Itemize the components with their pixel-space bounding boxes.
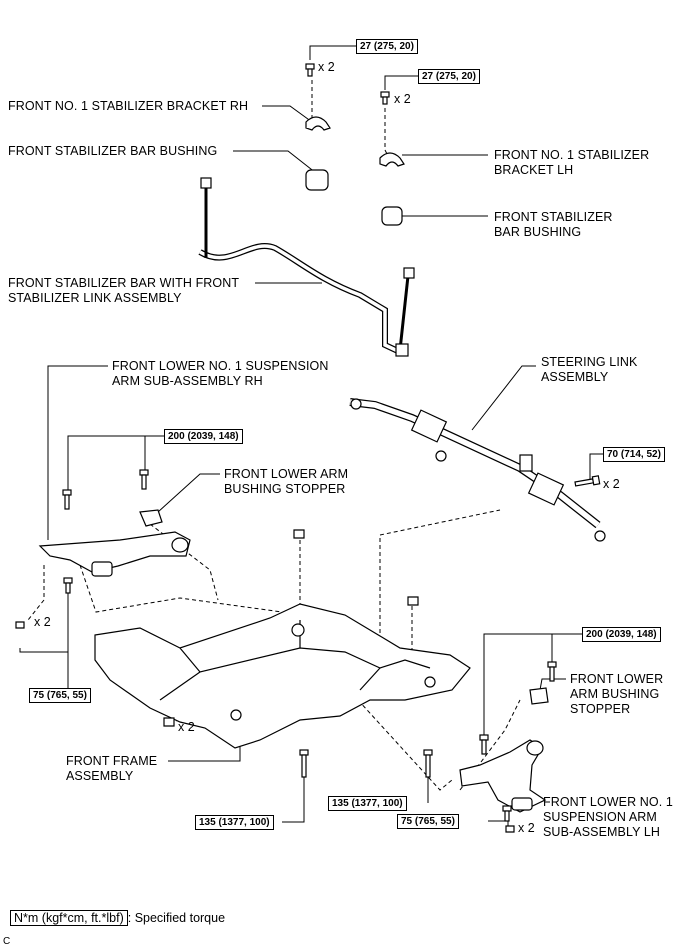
torque-arm-rh-upper: 200 (2039, 148) — [164, 429, 243, 444]
bolt-icon — [574, 475, 601, 487]
leader-steering-link — [471, 365, 536, 431]
steering-rack-icon — [349, 398, 606, 542]
bushing-icon — [305, 169, 329, 191]
bolt-icon — [479, 734, 489, 755]
nut-icon — [293, 529, 305, 539]
label-bushing-right: FRONT STABILIZER BAR BUSHING — [494, 210, 613, 239]
label-bracket-rh: FRONT NO. 1 STABILIZER BRACKET RH — [8, 99, 249, 113]
torque-arm-lh-upper: 200 (2039, 148) — [582, 627, 661, 642]
qty-arm-lh: x 2 — [518, 821, 535, 835]
torque-bracket-lh: 27 (275, 20) — [418, 69, 480, 84]
bolt-icon — [305, 63, 315, 77]
leader-lower-arm-rh — [47, 365, 108, 540]
nut-icon — [15, 621, 25, 629]
bolt-icon — [299, 749, 309, 778]
bracket-lh-icon — [379, 152, 405, 167]
bolt-icon — [63, 577, 73, 594]
torque-arm-lh-lower: 75 (765, 55) — [397, 814, 459, 829]
bushing-icon — [381, 206, 403, 226]
qty-steering: x 2 — [603, 477, 620, 491]
label-stabilizer-bar: FRONT STABILIZER BAR WITH FRONT STABILIZ… — [8, 276, 240, 305]
qty-bracket-lh: x 2 — [394, 92, 411, 106]
bolt-icon — [547, 661, 557, 682]
leader-arm-stopper-right — [539, 678, 566, 691]
bolt-icon — [139, 469, 149, 490]
bushing-stopper-icon — [139, 509, 163, 527]
torque-frame-left: 135 (1377, 100) — [195, 815, 274, 830]
label-front-frame: FRONT FRAME ASSEMBLY — [66, 754, 158, 783]
bolt-icon — [380, 91, 390, 105]
label-arm-stopper-left: FRONT LOWER ARM BUSHING STOPPER — [224, 467, 349, 496]
legend-description: : Specified torque — [127, 911, 226, 925]
lower-arm-lh-icon — [459, 739, 547, 813]
label-bracket-lh: FRONT NO. 1 STABILIZER BRACKET LH — [494, 148, 650, 177]
label-steering-link: STEERING LINK ASSEMBLY — [541, 355, 638, 384]
bolt-icon — [62, 489, 72, 510]
nut-icon — [505, 825, 515, 833]
leader-bushing-upper — [233, 150, 317, 174]
label-lower-arm-rh: FRONT LOWER NO. 1 SUSPENSION ARM SUB-ASS… — [112, 359, 329, 388]
nut-icon — [163, 717, 175, 727]
label-bushing-upper: FRONT STABILIZER BAR BUSHING — [8, 144, 218, 158]
legend-unit-box: N*m (kgf*cm, ft.*lbf) — [10, 910, 128, 926]
bolt-icon — [423, 749, 433, 778]
corner-code: C — [3, 936, 11, 947]
label-lower-arm-lh: FRONT LOWER NO. 1 SUSPENSION ARM SUB-ASS… — [543, 795, 673, 839]
leader-arm-stopper-left — [157, 473, 220, 513]
torque-arm-rh-lower: 75 (765, 55) — [29, 688, 91, 703]
leader-bracket-rh — [262, 105, 313, 123]
bracket-rh-icon — [305, 116, 331, 131]
label-arm-stopper-right: FRONT LOWER ARM BUSHING STOPPER — [570, 672, 664, 716]
nut-icon — [407, 596, 419, 606]
torque-frame-center: 135 (1377, 100) — [328, 796, 407, 811]
lower-arm-rh-icon — [38, 531, 191, 573]
bushing-stopper-icon — [529, 687, 549, 705]
qty-bracket-rh: x 2 — [318, 60, 335, 74]
front-frame-icon — [94, 603, 471, 749]
torque-legend: N*m (kgf*cm, ft.*lbf): Specified torque — [10, 910, 226, 926]
qty-arm-rh: x 2 — [34, 615, 51, 629]
bolt-icon — [502, 805, 512, 822]
torque-steering: 70 (714, 52) — [603, 447, 665, 462]
qty-frame-nut: x 2 — [178, 720, 195, 734]
torque-bracket-rh: 27 (275, 20) — [356, 39, 418, 54]
